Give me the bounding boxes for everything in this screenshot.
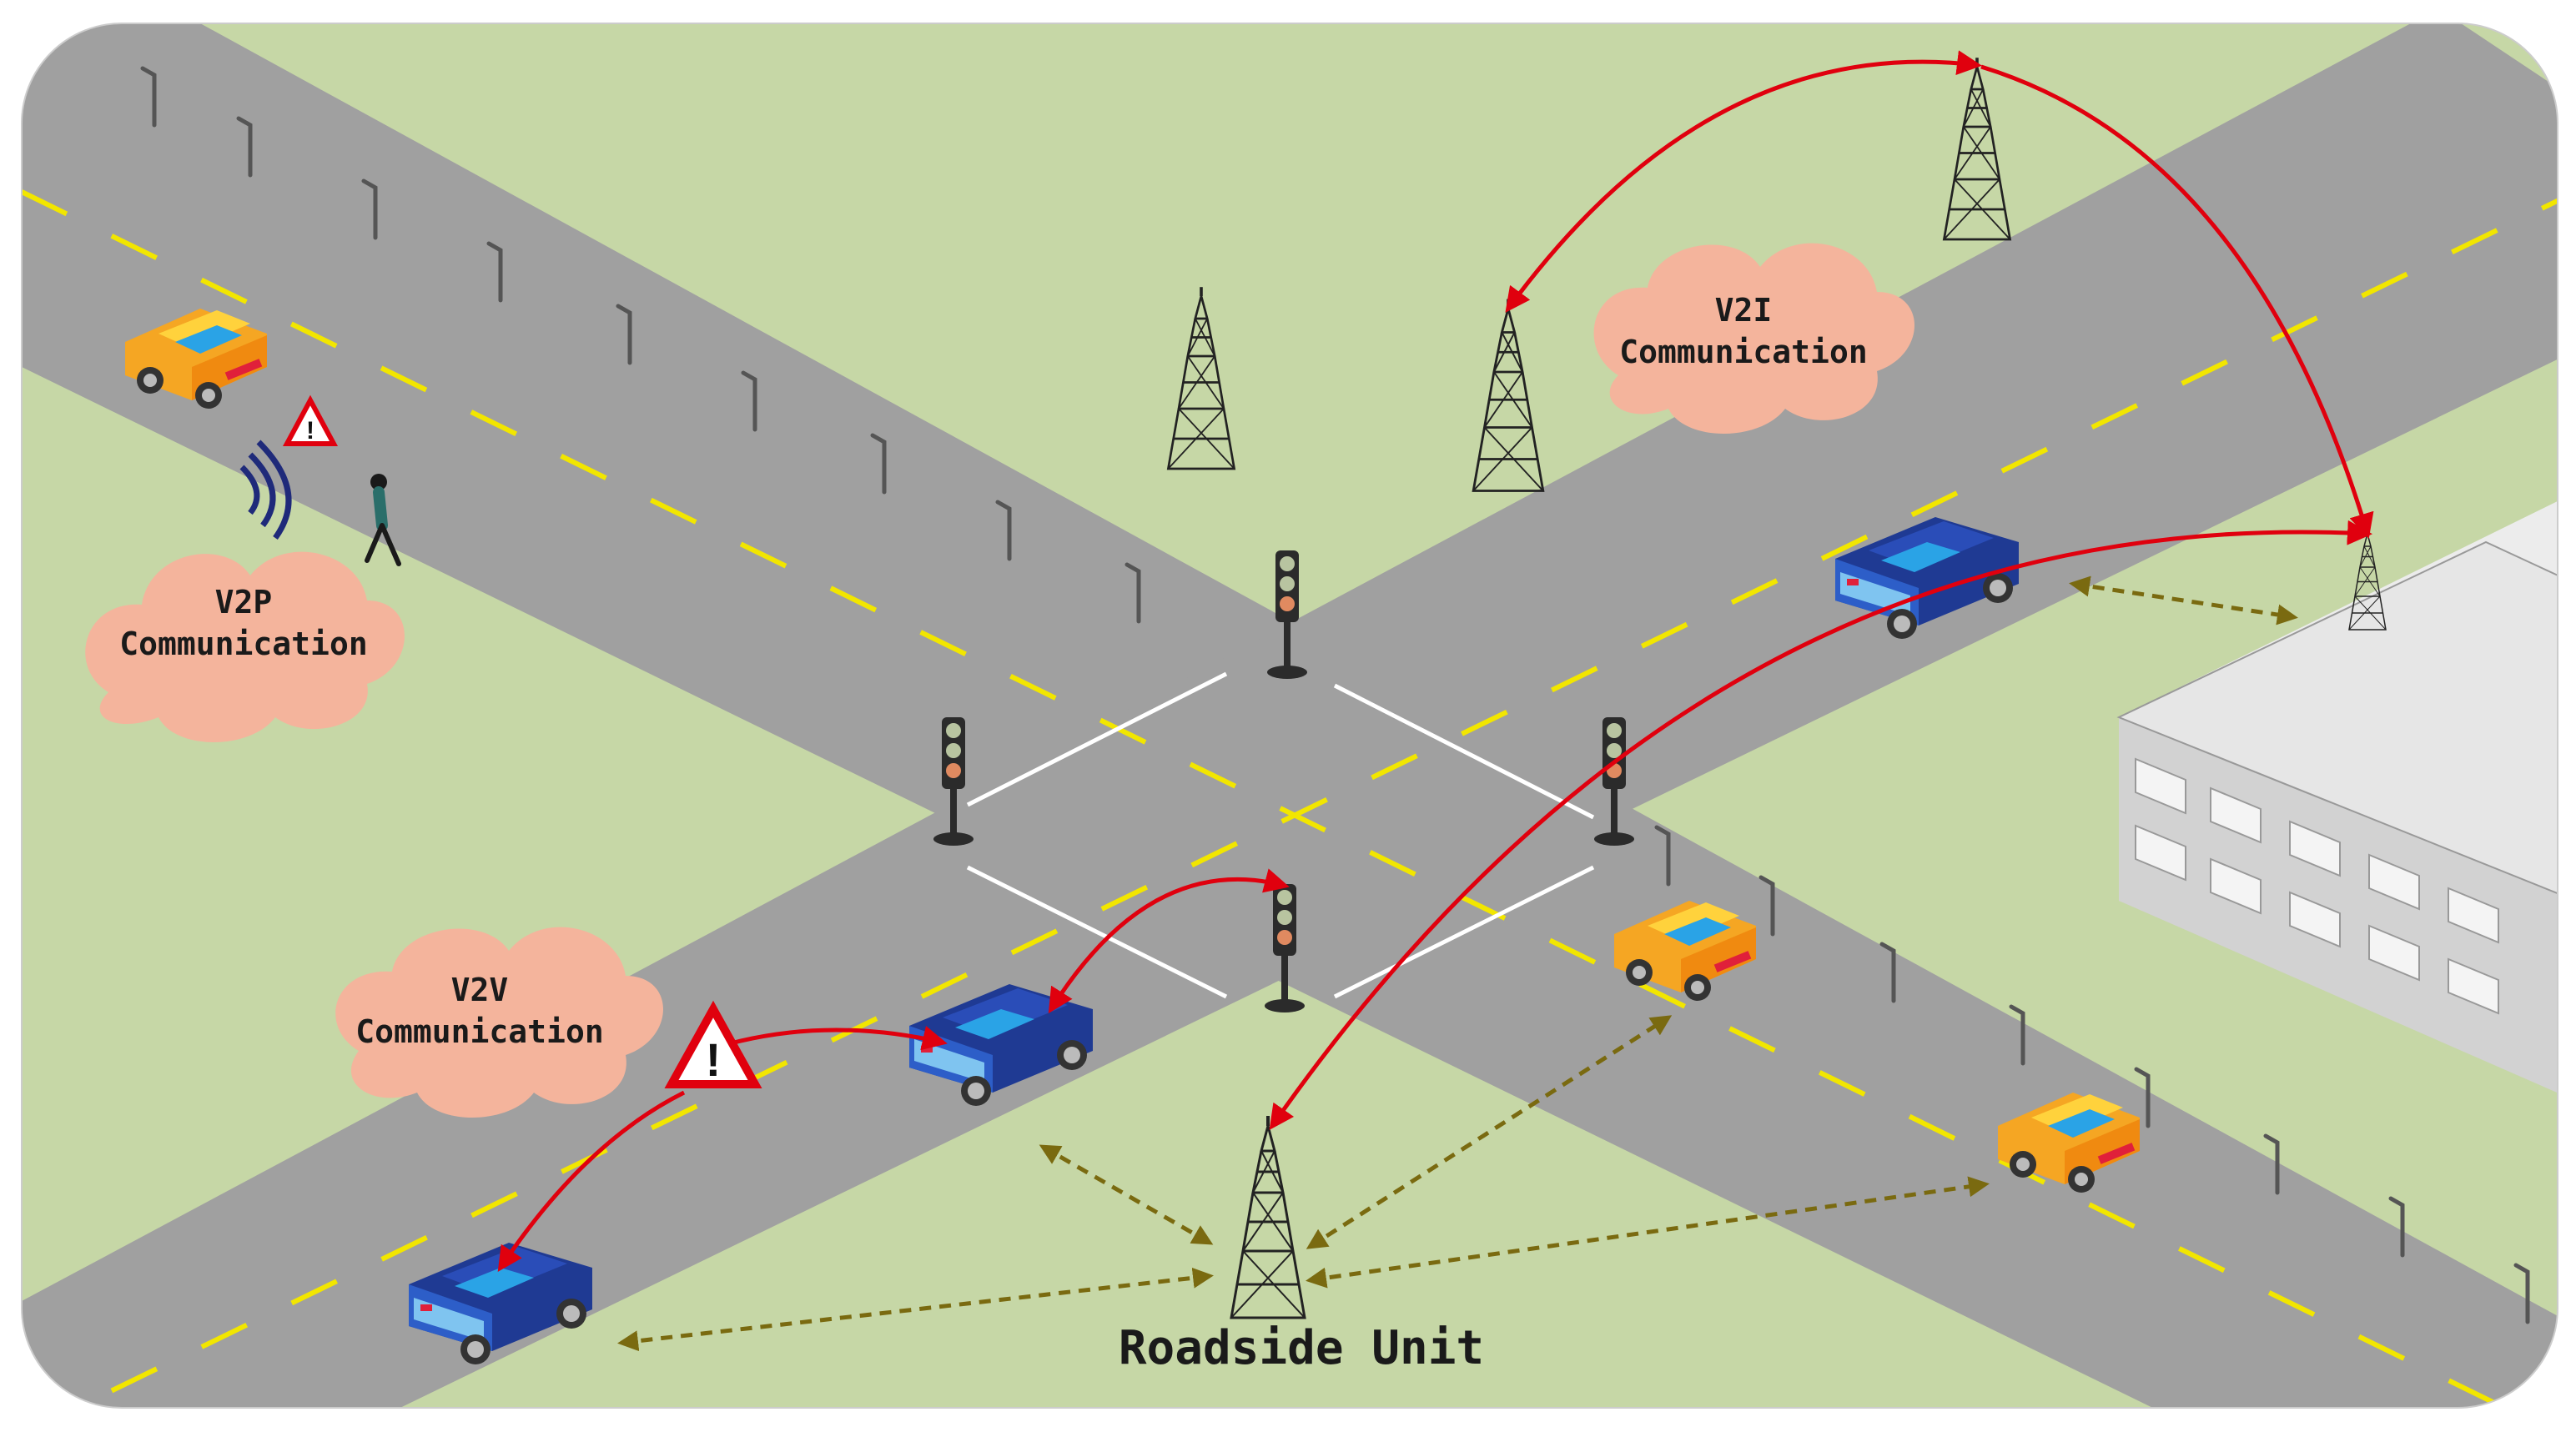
cloud-v2p: V2P Communication (85, 551, 405, 742)
svg-text:!: ! (706, 1033, 722, 1086)
cloud-v2i: V2I Communication (1593, 243, 1914, 434)
v2p-label-line2: Communication (119, 626, 367, 662)
v2v-label-line1: V2V (451, 972, 509, 1008)
red-links (497, 50, 2374, 1272)
v2i-label-line2: Communication (1619, 334, 1867, 370)
cloud-v2v: V2V Communication (335, 927, 663, 1118)
v2p-label-line1: V2P (215, 584, 273, 621)
pedestrian (365, 474, 401, 566)
link-v2i-right-arc (1980, 64, 2374, 539)
rsu-links (617, 575, 2298, 1352)
warning-icon-v2p: ! (282, 394, 339, 446)
frame-border (21, 23, 2558, 1409)
v2p-signal-waves (239, 440, 292, 540)
warning-icon-v2v: ! (664, 1000, 762, 1088)
link-v2i-top-arc (1505, 50, 1982, 313)
roadside-unit-label: Roadside Unit (1119, 1321, 1484, 1375)
link-warning-to-rear-car (497, 1090, 686, 1272)
link-warning-to-car (733, 1025, 948, 1051)
svg-text:!: ! (306, 417, 314, 445)
v2i-label-line1: V2I (1715, 292, 1773, 329)
link-rsu-to-roof (1269, 520, 2372, 1130)
v2v-label-line2: Communication (355, 1013, 603, 1050)
link-car-to-light (1048, 868, 1290, 1014)
